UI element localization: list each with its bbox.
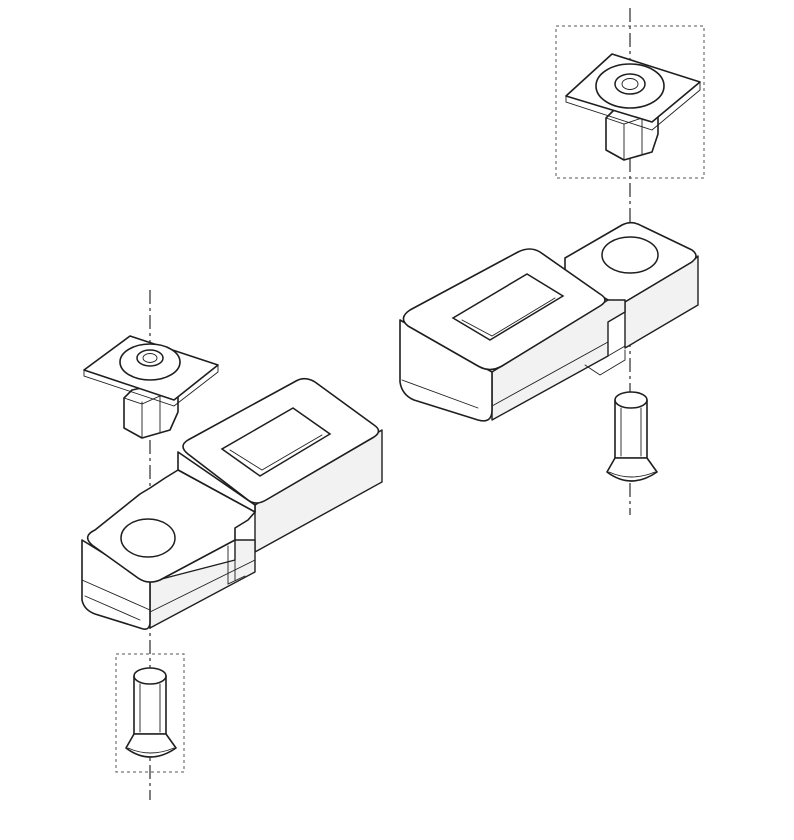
screw-right-head (606, 457, 658, 482)
bracket-right-slot-inner (461, 297, 556, 337)
bracket-right-block-front (399, 319, 493, 422)
bracket-right-block-side (491, 299, 626, 421)
bracket-left-slot (220, 407, 332, 477)
nut-right-bore-inner (621, 78, 639, 90)
nut-right-bore (614, 73, 646, 95)
nut-left-flange-edge (83, 364, 219, 407)
bracket-right-hole (601, 236, 659, 274)
bracket-left-slot-inner (229, 434, 323, 471)
bracket-left (81, 377, 383, 630)
screw-left-thread-lines (139, 683, 161, 733)
screw-left-head-edge (127, 747, 175, 754)
screw-right-tip (614, 391, 648, 409)
bracket-left-base-front (81, 539, 151, 630)
bracket-right-slot (451, 273, 565, 341)
nut-left (83, 335, 219, 439)
screw-left-head (125, 733, 177, 758)
screw-right-head-edge (608, 471, 656, 478)
bracket-right-under-tab (584, 349, 626, 376)
screw-left-highlight-box (115, 653, 185, 773)
nut-right-flange-edge (565, 81, 701, 131)
nut-left-bore-inner (142, 353, 158, 363)
nut-right-highlight-box (555, 25, 705, 179)
screw-left-tip (133, 667, 167, 685)
bracket-right (399, 221, 699, 422)
screw-right (606, 391, 658, 482)
nut-left-bore (136, 349, 164, 367)
screw-right-thread-lines (620, 407, 642, 457)
bracket-left-step (227, 539, 246, 585)
bracket-right-tab-side (624, 255, 699, 349)
bracket-left-base-top (86, 469, 256, 583)
screw-left (115, 653, 185, 773)
bracket-left-edge-lines (81, 559, 256, 621)
bracket-left-hole (120, 518, 176, 558)
nut-right (555, 25, 705, 179)
bracket-right-edge-lines (401, 321, 626, 409)
center-axes (149, 8, 631, 800)
